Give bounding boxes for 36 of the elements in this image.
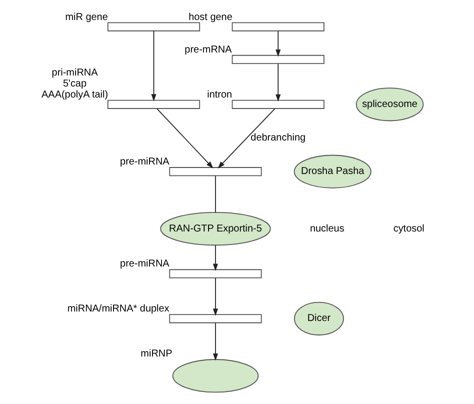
arrow (212, 278, 218, 316)
arrow (150, 30, 156, 102)
node-label: pre-mRNA (184, 44, 232, 56)
node-bar (231, 22, 324, 32)
node-label: host gene (188, 12, 232, 23)
node-label: AAA(polyA tail) (41, 89, 108, 100)
node-label: miRNA/miRNA* duplex (66, 304, 169, 315)
node-bar (168, 314, 262, 324)
arrow (212, 244, 218, 271)
node-bar (231, 100, 324, 109)
node-ellipse (172, 359, 258, 393)
node-label: pri-miRNA (51, 68, 98, 79)
node-ellipse: RAN-GTP Exportin-5 (160, 212, 270, 246)
arrow (217, 108, 275, 168)
node-label: 5'cap (62, 78, 86, 90)
node-bar (168, 167, 262, 176)
node-ellipse: Dicer (294, 302, 344, 336)
arrow (156, 108, 213, 168)
node-label: miR gene (64, 12, 108, 23)
node-bar (106, 22, 200, 32)
arrow (275, 30, 280, 57)
node-ellipse: spliceosome (355, 88, 424, 122)
arrow (212, 322, 218, 361)
node-label: pre-miRNA (120, 156, 169, 168)
node-label: miRNP (140, 348, 172, 360)
node-ellipse: Drosha Pasha (293, 154, 371, 188)
node-label: intron (206, 89, 232, 100)
connector (214, 175, 216, 213)
node-bar (106, 100, 200, 109)
node-bar (168, 269, 262, 278)
node-bar (231, 54, 324, 64)
edge-label: debranching (250, 132, 306, 144)
label: cytosol (392, 223, 424, 234)
node-label: pre-miRNA (120, 258, 169, 270)
label: nucleus (309, 223, 344, 234)
arrow (275, 63, 280, 102)
